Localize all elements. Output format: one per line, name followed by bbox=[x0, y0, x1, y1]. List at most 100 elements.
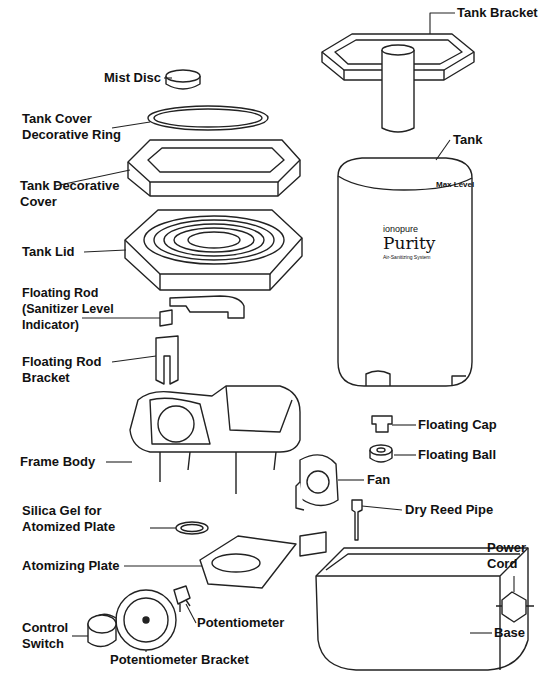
power-cord-drawing bbox=[496, 592, 534, 622]
part-label: Base bbox=[494, 625, 544, 641]
leader-lines-shape bbox=[112, 356, 156, 362]
part-label: Tank bbox=[453, 132, 493, 148]
part-label: Floating Ball bbox=[418, 447, 518, 463]
decorative-cover-drawing-shape bbox=[148, 148, 284, 172]
leader-lines bbox=[55, 13, 514, 652]
part-label: Floating Rod Bracket bbox=[22, 354, 117, 386]
leader-lines-shape bbox=[164, 77, 172, 78]
leader-lines-shape bbox=[72, 635, 88, 636]
part-label: Atomizing Plate bbox=[22, 558, 132, 574]
tank-bracket-drawing-shape bbox=[382, 45, 414, 55]
leader-lines-shape bbox=[394, 454, 416, 455]
part-label: Fan bbox=[367, 472, 407, 488]
tank-lid-drawing-shape bbox=[174, 228, 254, 252]
floating-rod-drawing-shape bbox=[170, 296, 244, 318]
leader-lines-shape bbox=[470, 632, 492, 633]
part-label: Silica Gel for Atomized Plate bbox=[22, 503, 162, 535]
tank-lid-drawing bbox=[125, 210, 302, 290]
leader-lines-shape bbox=[436, 140, 450, 160]
part-label: Mist Disc bbox=[104, 70, 174, 86]
floating-cap-drawing-shape bbox=[372, 416, 392, 432]
silica-gel-ring-drawing-shape bbox=[176, 522, 208, 534]
power-cord-drawing-shape bbox=[496, 605, 534, 606]
leader-lines-shape bbox=[513, 576, 514, 592]
part-label: Dry Reed Pipe bbox=[405, 502, 515, 518]
fan-drawing-shape bbox=[300, 455, 338, 506]
tank-lid-drawing-shape bbox=[188, 232, 240, 248]
control-switch-drawing-shape bbox=[88, 614, 116, 646]
potentiometer-drawing-shape bbox=[180, 600, 190, 612]
tank-print: Purity bbox=[383, 234, 453, 253]
leader-lines-shape bbox=[150, 527, 176, 528]
fan-drawing bbox=[296, 455, 338, 510]
rod-bracket-drawing-shape bbox=[156, 336, 178, 384]
tank-lid-drawing-shape bbox=[160, 274, 270, 290]
potentiometer-bracket-drawing bbox=[116, 590, 176, 650]
potentiometer-bracket-drawing-shape bbox=[124, 598, 168, 642]
decorative-ring-drawing bbox=[148, 106, 268, 130]
leader-lines-shape bbox=[106, 461, 132, 462]
leader-lines-shape bbox=[145, 650, 146, 652]
part-label: Tank Bracket bbox=[457, 5, 553, 21]
floating-cap-drawing bbox=[372, 416, 392, 432]
tank-drawing bbox=[338, 158, 472, 386]
floating-ball-drawing bbox=[370, 445, 392, 462]
part-label: Tank Decorative Cover bbox=[20, 178, 132, 210]
fan-drawing-shape bbox=[296, 482, 304, 510]
floating-ball-drawing-shape bbox=[377, 448, 385, 452]
frame-body-drawing-shape bbox=[226, 386, 292, 432]
control-switch-drawing bbox=[88, 614, 116, 646]
leader-lines-shape bbox=[84, 250, 126, 252]
leader-lines-shape bbox=[82, 317, 160, 318]
mist-disc-drawing-shape bbox=[166, 70, 200, 82]
power-cord-drawing-shape bbox=[502, 592, 526, 622]
part-label: Tank Cover Decorative Ring bbox=[22, 111, 137, 143]
potentiometer-bracket-drawing-shape bbox=[116, 590, 176, 650]
silica-gel-ring-drawing bbox=[176, 522, 208, 534]
part-label: Tank Lid bbox=[22, 244, 92, 260]
part-label: Floating Cap bbox=[418, 417, 518, 433]
mist-disc-drawing bbox=[166, 70, 200, 89]
leader-lines-shape bbox=[186, 604, 196, 623]
atomizing-plate-drawing-shape bbox=[300, 532, 326, 556]
fan-drawing-shape bbox=[307, 471, 329, 493]
atomizing-plate-drawing-shape bbox=[200, 536, 296, 588]
tank-drawing-shape bbox=[452, 376, 466, 386]
decorative-ring-drawing-shape bbox=[154, 109, 262, 127]
leader-lines-shape bbox=[338, 479, 364, 480]
rod-bracket-drawing bbox=[156, 336, 178, 384]
floating-rod-drawing-shape bbox=[160, 310, 172, 326]
atomizing-plate-drawing bbox=[200, 532, 326, 588]
floating-ball-drawing-shape bbox=[370, 445, 392, 455]
tank-lid-drawing-shape bbox=[154, 220, 274, 260]
dry-reed-pipe-drawing-shape bbox=[352, 500, 362, 540]
leader-lines-shape bbox=[392, 424, 416, 425]
dry-reed-pipe-drawing bbox=[352, 500, 362, 540]
tank-lid-drawing-shape bbox=[144, 216, 284, 264]
leader-lines-shape bbox=[362, 506, 402, 510]
decorative-cover-drawing-shape bbox=[128, 140, 300, 196]
control-switch-drawing-shape bbox=[88, 615, 116, 633]
tank-print: Max Level bbox=[436, 180, 496, 190]
frame-body-drawing-shape bbox=[158, 406, 194, 442]
part-label: Power Cord bbox=[487, 540, 537, 572]
leader-lines-shape bbox=[124, 565, 202, 566]
frame-body-drawing-shape bbox=[160, 452, 276, 494]
tank-bracket-drawing-shape bbox=[382, 50, 414, 132]
leader-lines-shape bbox=[430, 13, 455, 34]
tank-drawing-shape bbox=[338, 158, 472, 386]
frame-body-drawing bbox=[130, 386, 300, 494]
atomizing-plate-drawing-shape bbox=[212, 554, 260, 572]
part-label: Floating Rod (Sanitizer Level Indicator) bbox=[22, 285, 132, 333]
frame-body-drawing-shape bbox=[150, 398, 210, 444]
decorative-cover-drawing bbox=[128, 140, 300, 196]
frame-body-drawing-shape bbox=[130, 386, 300, 452]
tank-lid-drawing-shape bbox=[164, 224, 264, 256]
part-label: Potentiometer Bracket bbox=[110, 652, 280, 668]
part-label: Control Switch bbox=[22, 620, 82, 652]
potentiometer-bracket-drawing-shape bbox=[143, 617, 149, 623]
part-label: Potentiometer bbox=[197, 615, 307, 631]
floating-rod-drawing bbox=[160, 296, 244, 326]
